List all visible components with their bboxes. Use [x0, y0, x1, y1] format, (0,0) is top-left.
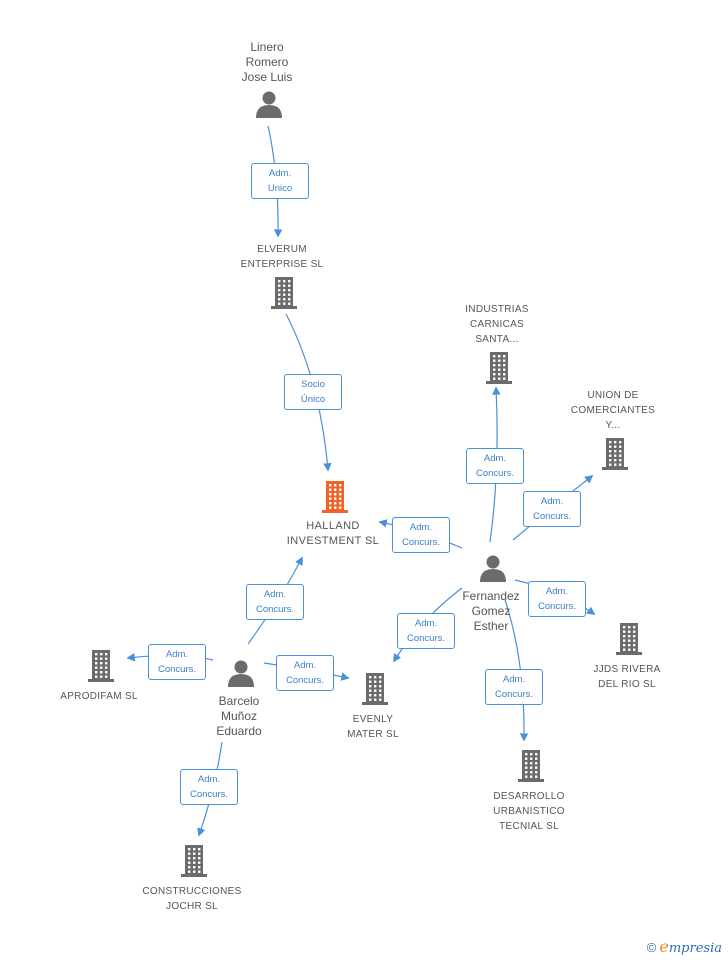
- node-label-evenly[interactable]: EVENLY MATER SL: [347, 714, 399, 740]
- copyright-symbol: ©: [646, 940, 657, 955]
- building-icon[interactable]: [616, 623, 642, 655]
- node-label-barcelo[interactable]: Barcelo Muñoz Eduardo: [216, 694, 262, 738]
- edge-label-fernandez-union[interactable]: Adm. Concurs.: [523, 491, 581, 527]
- edge-fernandez-desarrollo: [504, 599, 529, 742]
- node-label-linero[interactable]: Linero Romero Jose Luis: [241, 40, 293, 84]
- edge-label-barcelo-construcciones[interactable]: Adm. Concurs.: [180, 769, 238, 805]
- person-icon[interactable]: [256, 91, 282, 119]
- node-label-fernandez[interactable]: Fernandez Gomez Esther: [462, 589, 520, 633]
- node-label-halland[interactable]: HALLAND INVESTMENT SL: [286, 520, 380, 547]
- node-label-industrias[interactable]: INDUSTRIAS CARNICAS SANTA...: [465, 304, 529, 345]
- edge-label-barcelo-evenly[interactable]: Adm. Concurs.: [276, 655, 334, 691]
- edge-label-elverum-halland[interactable]: Socio Único: [284, 374, 342, 410]
- node-label-elverum[interactable]: ELVERUM ENTERPRISE SL: [240, 244, 324, 270]
- footer-brand[interactable]: ©empresia: [647, 937, 722, 956]
- edge-label-fernandez-jjds[interactable]: Adm. Concurs.: [528, 581, 586, 617]
- node-label-desarrollo[interactable]: DESARROLLO URBANISTICO TECNIAL SL: [493, 791, 565, 832]
- edge-label-barcelo-aprodifam[interactable]: Adm. Concurs.: [148, 644, 206, 680]
- edge-label-linero-elverum[interactable]: Adm. Unico: [251, 163, 309, 199]
- edge-label-fernandez-halland[interactable]: Adm. Concurs.: [392, 517, 450, 553]
- building-icon[interactable]: [88, 650, 114, 682]
- node-label-jjds[interactable]: JJDS RIVERA DEL RIO SL: [593, 664, 661, 690]
- building-icon[interactable]: [518, 750, 544, 782]
- person-icon[interactable]: [228, 660, 254, 688]
- building-icon[interactable]: [602, 438, 628, 470]
- node-label-construcciones[interactable]: CONSTRUCCIONES JOCHR SL: [142, 886, 242, 912]
- node-label-union[interactable]: UNION DE COMERCIANTES Y...: [570, 390, 656, 431]
- building-icon[interactable]: [322, 481, 348, 513]
- edge-label-fernandez-evenly[interactable]: Adm. Concurs.: [397, 613, 455, 649]
- building-icon[interactable]: [181, 845, 207, 877]
- node-label-aprodifam[interactable]: APRODIFAM SL: [60, 691, 138, 702]
- edge-label-fernandez-industrias[interactable]: Adm. Concurs.: [466, 448, 524, 484]
- brand-logo: empresia: [659, 937, 722, 956]
- building-icon[interactable]: [486, 352, 512, 384]
- person-icon[interactable]: [480, 555, 506, 583]
- edge-label-barcelo-halland[interactable]: Adm. Concurs.: [246, 584, 304, 620]
- building-icon[interactable]: [271, 277, 297, 309]
- building-icon[interactable]: [362, 673, 388, 705]
- edge-label-fernandez-desarrollo[interactable]: Adm. Concurs.: [485, 669, 543, 705]
